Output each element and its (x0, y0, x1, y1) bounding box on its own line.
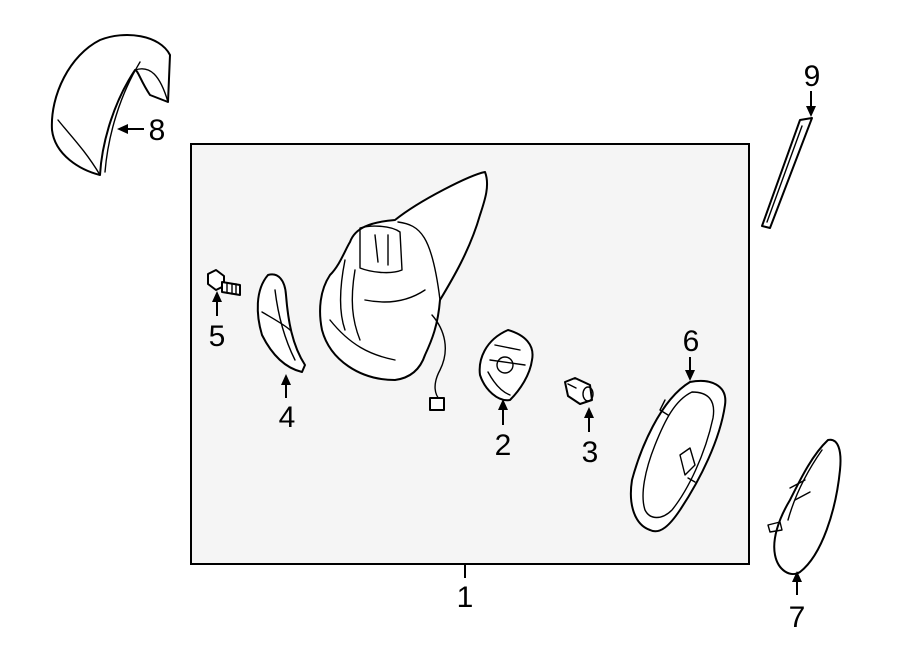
leader-2 (498, 399, 508, 425)
part-2-actuator[interactable] (478, 329, 534, 402)
part-6-mirror-glass[interactable] (630, 380, 727, 533)
leader-4 (281, 374, 291, 398)
part-3-connector[interactable] (564, 377, 594, 405)
callout-9: 9 (804, 60, 821, 93)
callout-1: 1 (457, 581, 474, 614)
callout-8: 8 (149, 114, 166, 147)
leader-8 (117, 124, 144, 134)
callout-7: 7 (789, 601, 806, 634)
part-4-turn-signal-lens[interactable] (256, 273, 306, 373)
part-1-mirror-housing[interactable] (319, 171, 489, 411)
leader-7 (792, 571, 802, 595)
part-8-mirror-cover[interactable] (50, 34, 171, 176)
callout-3: 3 (582, 436, 599, 469)
callout-2: 2 (495, 429, 512, 462)
leader-3 (584, 407, 594, 432)
callout-6: 6 (683, 325, 700, 358)
part-5-screw[interactable] (207, 269, 241, 296)
callout-4: 4 (279, 401, 296, 434)
leader-6 (685, 357, 695, 381)
part-7-lower-cover[interactable] (767, 438, 842, 575)
leader-9 (806, 91, 816, 117)
callout-5: 5 (209, 320, 226, 353)
part-9-trim-strip[interactable] (761, 117, 813, 229)
leader-5 (212, 291, 222, 316)
